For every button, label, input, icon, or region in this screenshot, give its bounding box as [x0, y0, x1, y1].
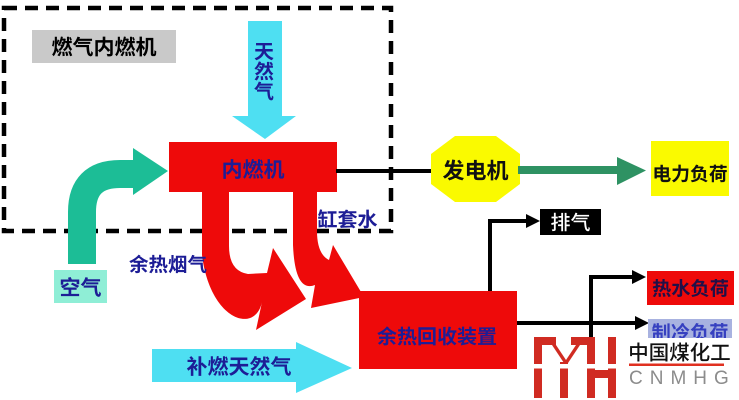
svg-text:CNMHG: CNMHG: [629, 368, 736, 389]
